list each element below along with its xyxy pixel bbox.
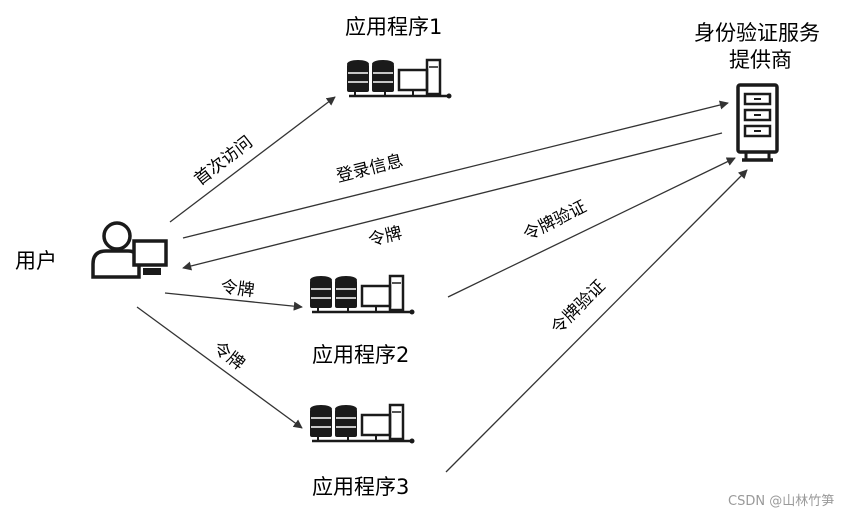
watermark-text: CSDN @山林竹笋 [728,493,834,509]
app2-label: 应用程序2 [312,343,409,367]
edge-verify-app3 [445,169,748,473]
label-token-app3: 令牌 [209,338,248,374]
edges [136,96,748,473]
app3-server-icon [308,403,416,445]
auth-label-line2: 提供商 [729,48,792,72]
user-label: 用户 [15,249,57,273]
user-computer-icon [91,221,168,279]
edge-verify-app2 [447,157,736,298]
app2-node: 应用程序2 [308,274,416,367]
app1-node: 应用程序1 [345,15,453,100]
edge-token-app3 [136,306,303,429]
edge-token-app2 [164,292,303,311]
label-login-info: 登录信息 [334,151,405,187]
auth-provider-node: 身份验证服务 提供商 [694,21,820,162]
label-verify-app2: 令牌验证 [520,197,590,246]
auth-label-line1: 身份验证服务 [694,21,820,45]
edge-labels: 首次访问 登录信息 令牌 令牌 令牌 令牌验证 令牌验证 [191,132,610,374]
app2-server-icon [308,274,416,316]
app1-label: 应用程序1 [345,15,442,39]
app3-node: 应用程序3 [308,403,416,499]
label-verify-app3: 令牌验证 [547,276,609,338]
auth-server-icon [736,83,779,162]
user-node: 用户 [15,221,168,279]
app3-label: 应用程序3 [312,475,409,499]
label-token-app2: 令牌 [219,277,255,301]
edge-first-visit [169,96,336,223]
app1-server-icon [345,58,453,100]
edge-login-info [182,100,729,239]
edge-token-return [182,132,723,271]
label-token-return: 令牌 [366,223,404,251]
